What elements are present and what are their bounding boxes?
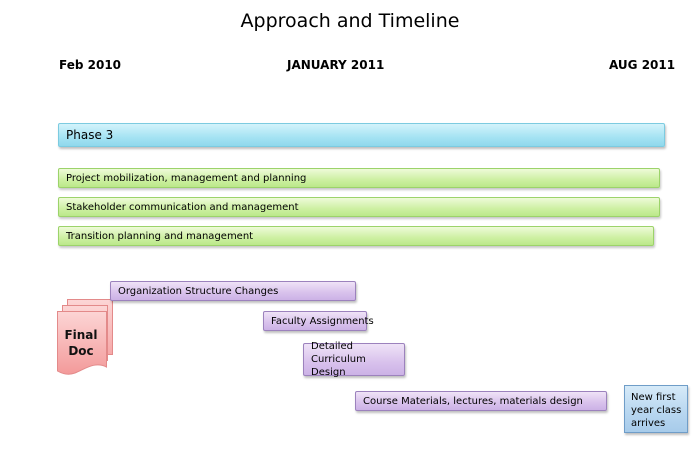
activity-bar-org-structure: Organization Structure Changes bbox=[110, 281, 356, 301]
final-doc-label-line2: Doc bbox=[68, 344, 94, 358]
workstream-bar-transition: Transition planning and management bbox=[58, 226, 654, 246]
final-doc-label: Final Doc bbox=[57, 327, 105, 359]
final-doc-icon bbox=[57, 311, 107, 375]
timeline-start-date: Feb 2010 bbox=[59, 58, 122, 72]
workstream-label: Project mobilization, management and pla… bbox=[66, 172, 307, 184]
activity-label: Organization Structure Changes bbox=[118, 285, 279, 297]
milestone-label: New first year class arrives bbox=[631, 392, 682, 429]
activity-bar-faculty: Faculty Assignments bbox=[263, 311, 374, 331]
phase-label: Phase 3 bbox=[66, 128, 114, 142]
milestone-box: New first year class arrives bbox=[624, 385, 688, 433]
final-doc-label-line1: Final bbox=[64, 328, 98, 342]
workstream-bar-stakeholder: Stakeholder communication and management bbox=[58, 197, 660, 217]
phase-bar: Phase 3 bbox=[58, 123, 665, 147]
workstream-label: Stakeholder communication and management bbox=[66, 201, 299, 213]
activity-bar-course-materials: Course Materials, lectures, materials de… bbox=[355, 391, 607, 411]
activity-label: Course Materials, lectures, materials de… bbox=[363, 395, 583, 407]
workstream-label: Transition planning and management bbox=[66, 230, 254, 242]
activity-label: Detailed Curriculum Design bbox=[311, 341, 366, 378]
activity-label: Faculty Assignments bbox=[271, 315, 374, 327]
diagram-title: Approach and Timeline bbox=[240, 10, 460, 32]
activity-bar-curriculum: Detailed Curriculum Design bbox=[303, 341, 405, 378]
timeline-middle-date: JANUARY 2011 bbox=[287, 58, 385, 72]
workstream-bar-mobilization: Project mobilization, management and pla… bbox=[58, 168, 660, 188]
timeline-end-date: AUG 2011 bbox=[609, 58, 676, 72]
